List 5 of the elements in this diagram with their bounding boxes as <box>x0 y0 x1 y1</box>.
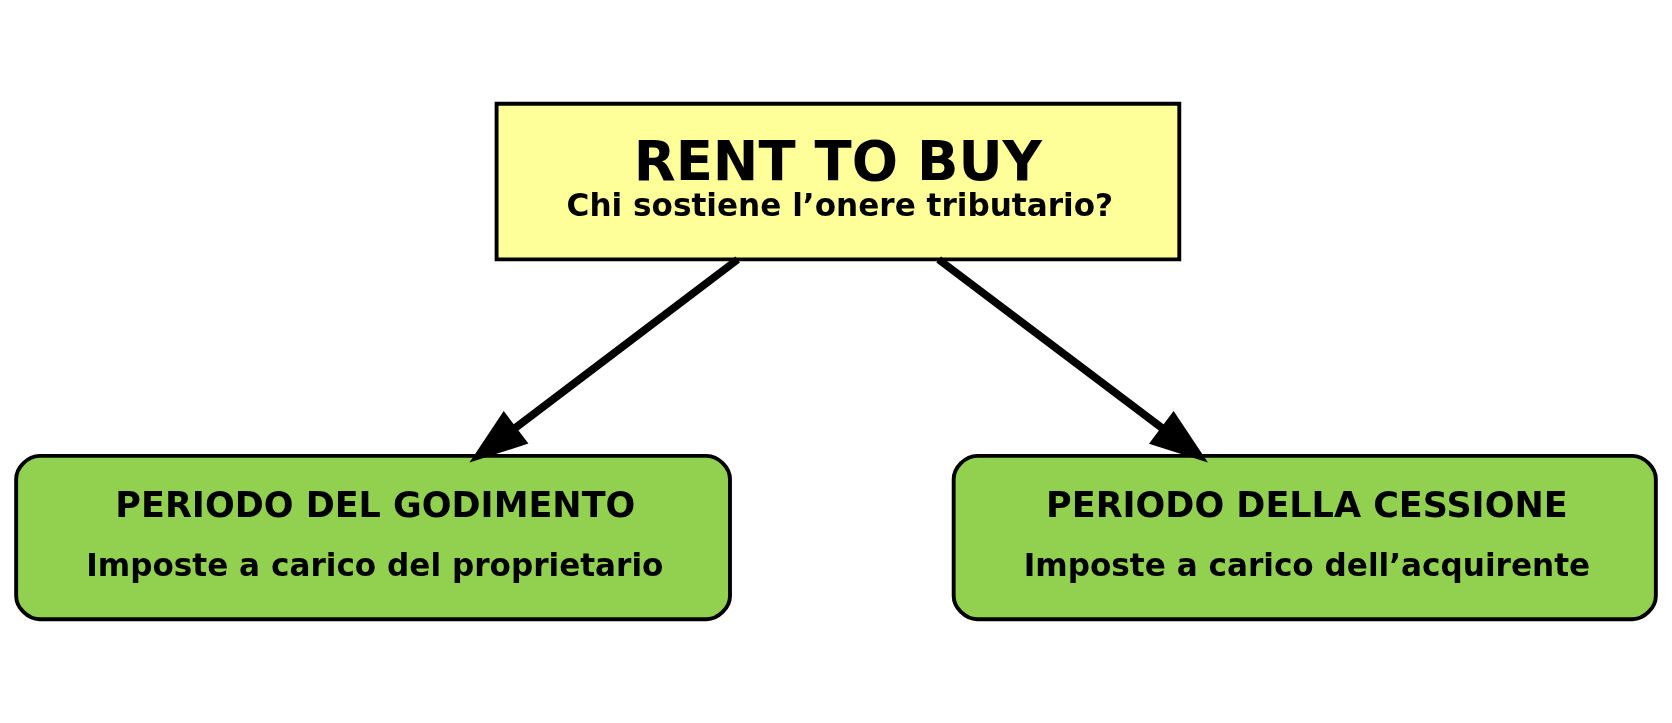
node-box: PERIODO DEL GODIMENTO Imposte a carico del proprietario <box>14 453 732 622</box>
node-box: PERIODO DELLA CESSIONE Imposte a carico dell’acquirente <box>951 453 1658 622</box>
arrow <box>936 256 1208 463</box>
node-box: RENT TO BUY Chi sostiene l’onere tributario? <box>494 101 1182 262</box>
arrow <box>469 256 740 463</box>
